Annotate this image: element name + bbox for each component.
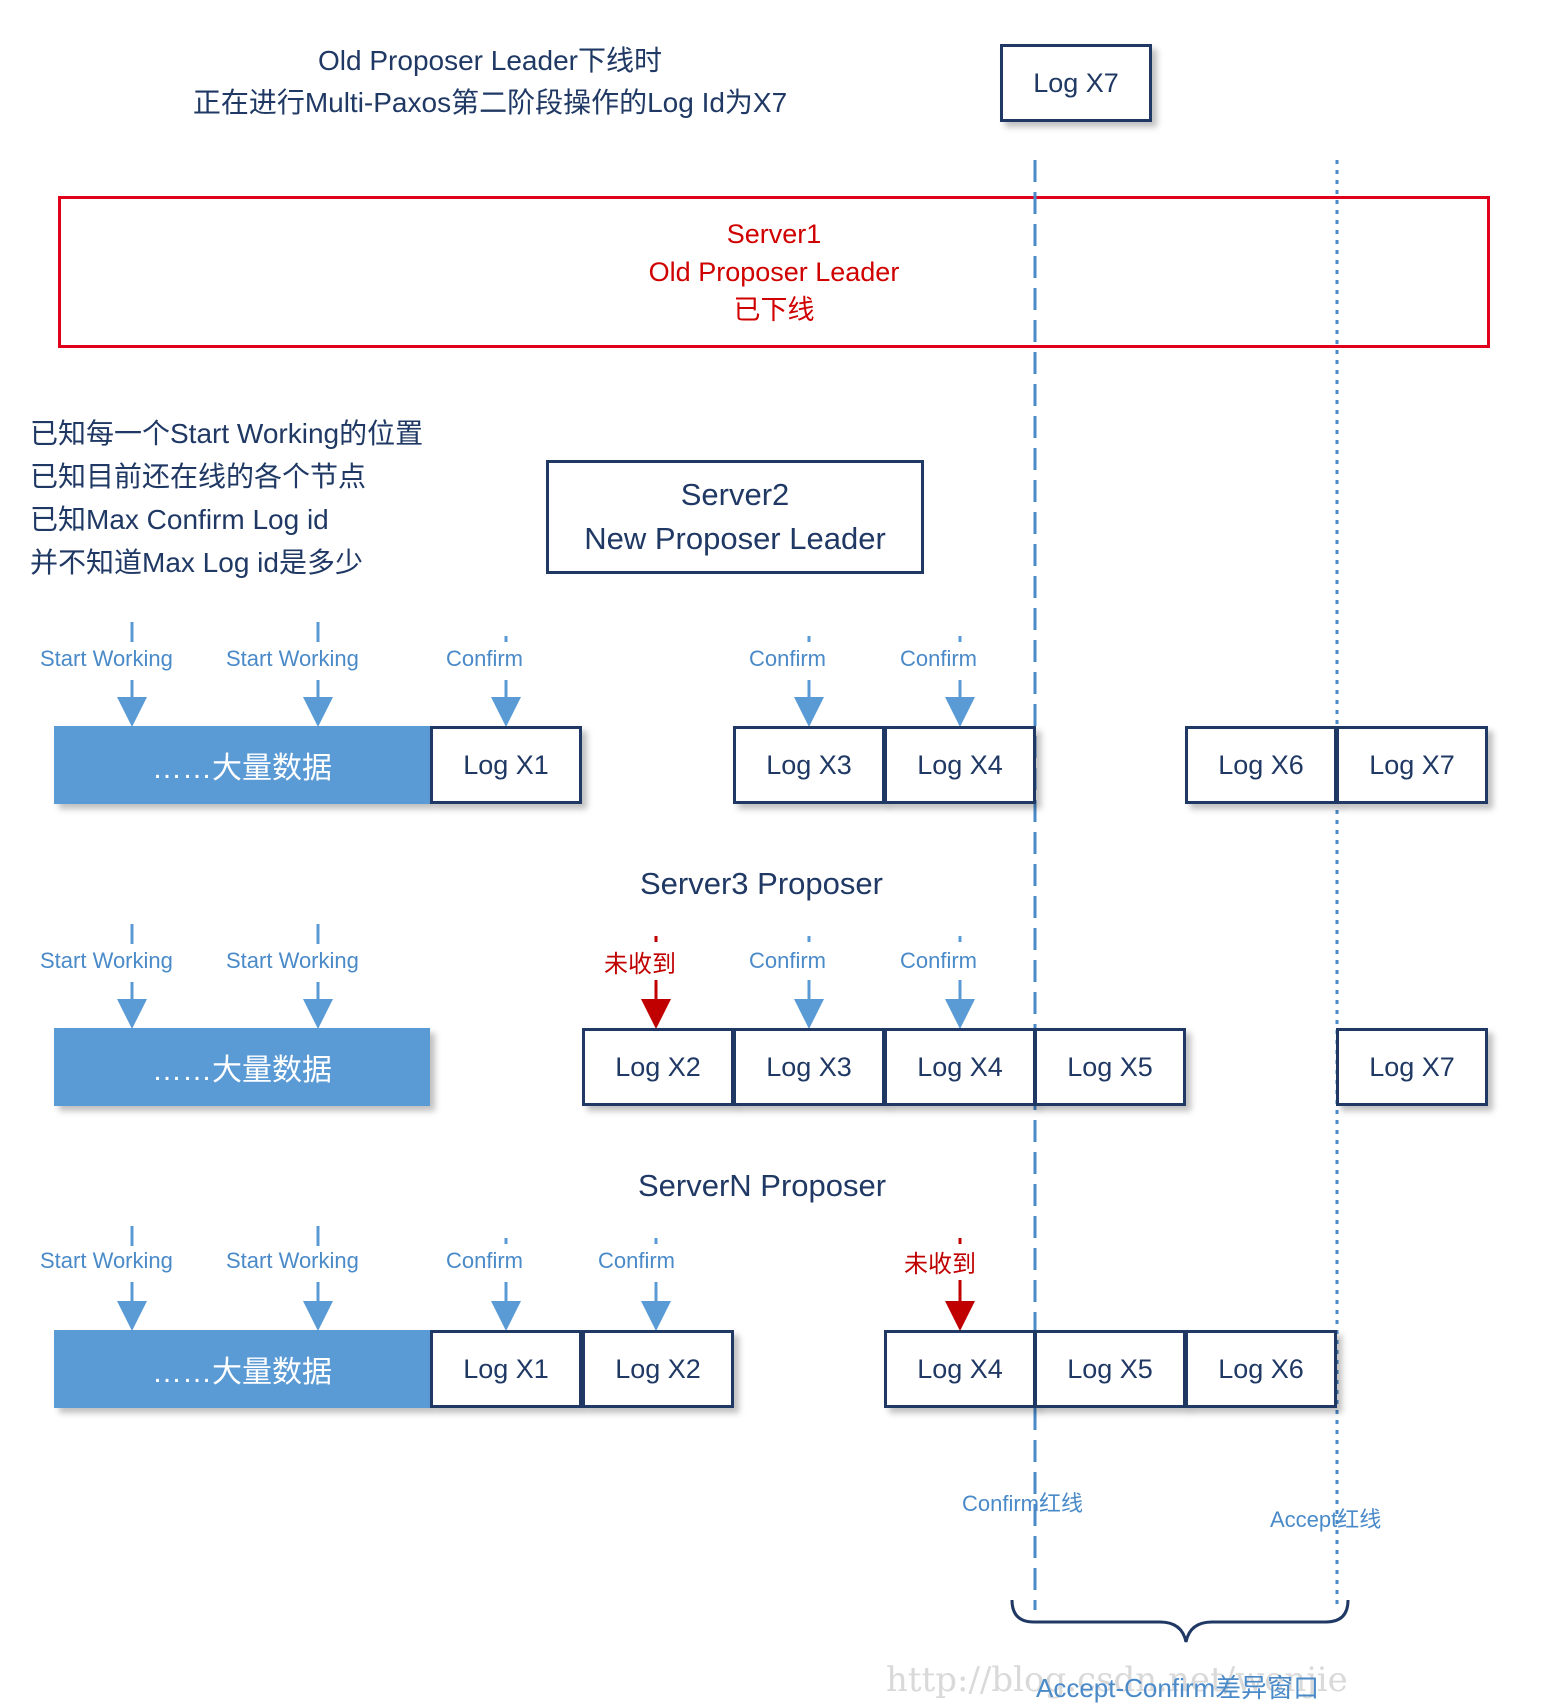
confirm-label: Confirm xyxy=(749,646,827,671)
not-received-label: 未收到 xyxy=(904,1251,976,1278)
row1-arrows xyxy=(117,622,975,727)
start-working-label: Start Working xyxy=(226,948,359,973)
server1-role: Old Proposer Leader xyxy=(648,257,900,287)
log-box: Log X3 xyxy=(733,726,885,804)
log-box: Log X6 xyxy=(1185,1330,1337,1408)
start-working-label: Start Working xyxy=(226,646,359,671)
not-received-label: 未收到 xyxy=(604,951,676,978)
server3-title: Server3 Proposer xyxy=(640,866,883,901)
log-box: Log X3 xyxy=(733,1028,885,1106)
log-box: Log X6 xyxy=(1185,726,1337,804)
confirm-label: Confirm xyxy=(749,948,827,973)
row2-arrows xyxy=(117,924,975,1029)
start-working-label: Start Working xyxy=(40,646,173,671)
server2-box: Server2 New Proposer Leader xyxy=(546,460,924,574)
known-fact: 已知目前还在线的各个节点 xyxy=(30,461,367,492)
header-title: Old Proposer Leader下线时 正在进行Multi-Paxos第二… xyxy=(140,40,840,124)
big-data-block: ……大量数据 xyxy=(54,726,430,804)
known-facts: 已知每一个Start Working的位置 已知目前还在线的各个节点 已知Max… xyxy=(30,412,423,584)
start-working-label: Start Working xyxy=(40,1248,173,1273)
confirm-label: Confirm xyxy=(598,1248,676,1273)
log-box: Log X5 xyxy=(1034,1028,1186,1106)
row3-arrows xyxy=(117,1226,975,1331)
watermark: http://blog.csdn.net/wenjie xyxy=(886,1660,1348,1700)
start-working-label: Start Working xyxy=(40,948,173,973)
start-working-label: Start Working xyxy=(226,1248,359,1273)
header-line1: Old Proposer Leader下线时 xyxy=(318,45,662,76)
server2-name: Server2 xyxy=(680,477,790,512)
log-box: Log X4 xyxy=(884,1330,1036,1408)
accept-line-label: Accept红线 xyxy=(1270,1507,1382,1532)
log-box: Log X1 xyxy=(430,1330,582,1408)
log-box: Log X5 xyxy=(1034,1330,1186,1408)
server1-status: 已下线 xyxy=(733,295,815,325)
server1-name: Server1 xyxy=(726,219,822,249)
log-box: Log X2 xyxy=(582,1028,734,1106)
big-data-block: ……大量数据 xyxy=(54,1028,430,1106)
confirm-line-label: Confirm红线 xyxy=(962,1491,1084,1516)
confirm-label: Confirm xyxy=(446,1248,524,1273)
known-fact: 已知每一个Start Working的位置 xyxy=(30,418,424,449)
known-fact: 并不知道Max Log id是多少 xyxy=(30,547,363,578)
confirm-label: Confirm xyxy=(446,646,524,671)
window-brace xyxy=(1010,1599,1350,1643)
log-box: Log X2 xyxy=(582,1330,734,1408)
confirm-label: Confirm xyxy=(900,948,978,973)
log-box: Log X1 xyxy=(430,726,582,804)
server1-box: Server1 Old Proposer Leader 已下线 xyxy=(58,196,1490,348)
log-box: Log X4 xyxy=(884,726,1036,804)
servern-title: ServerN Proposer xyxy=(638,1168,887,1203)
confirm-label: Confirm xyxy=(900,646,978,671)
big-data-block: ……大量数据 xyxy=(54,1330,430,1408)
server2-role: New Proposer Leader xyxy=(584,521,886,556)
log-box: Log X7 xyxy=(1336,726,1488,804)
header-line2: 正在进行Multi-Paxos第二阶段操作的Log Id为X7 xyxy=(192,87,788,118)
current-log-box: Log X7 xyxy=(1000,44,1152,122)
known-fact: 已知Max Confirm Log id xyxy=(30,504,329,535)
log-box: Log X4 xyxy=(884,1028,1036,1106)
log-box: Log X7 xyxy=(1336,1028,1488,1106)
window-label: Accept-Confirm差异窗口 xyxy=(1036,1673,1320,1703)
